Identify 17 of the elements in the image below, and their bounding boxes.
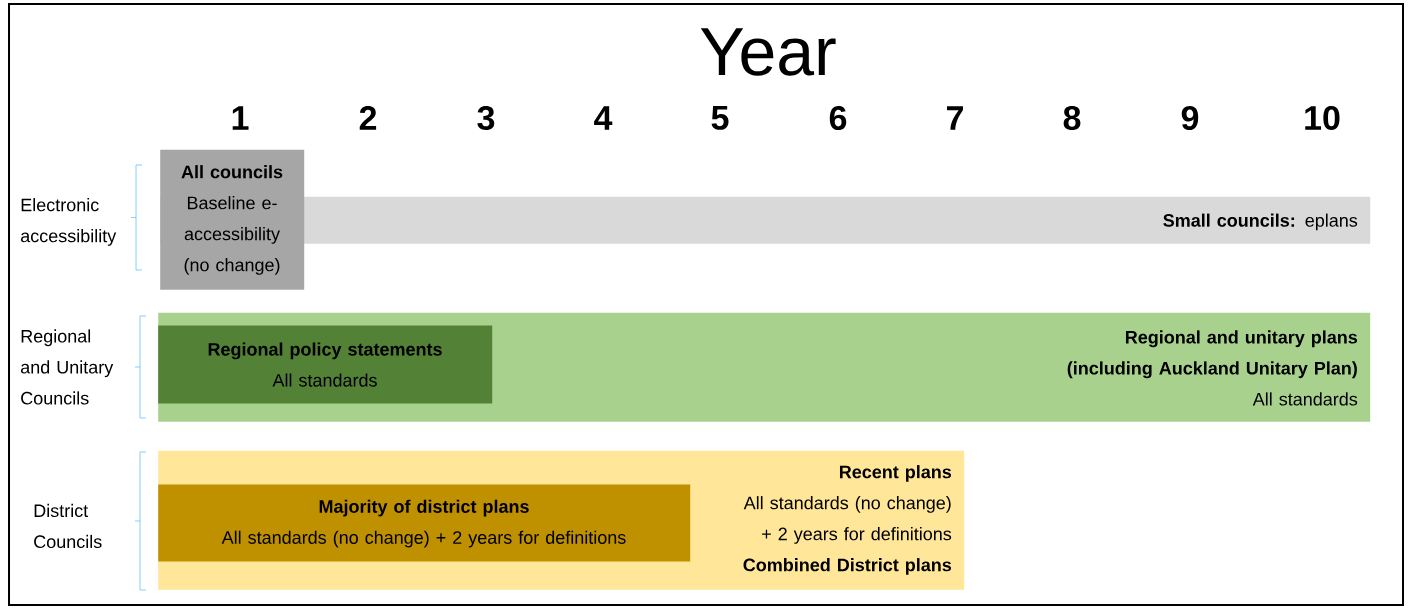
phase-box: Regional policy statements All standards	[158, 325, 493, 404]
year-number: 9	[1181, 105, 1199, 130]
phase-box: Majority of district plans All standards (no change) + 2 years for definitions	[158, 484, 691, 562]
row-label: District Councils	[34, 503, 102, 549]
year-number: 10	[1305, 105, 1340, 130]
year-number: 7	[947, 106, 963, 130]
year-number: 1	[232, 106, 249, 130]
year-number: 4	[594, 106, 613, 130]
row-label: Electronic accessibility	[21, 198, 117, 246]
title: Year	[700, 28, 836, 76]
phase-box: All councils Baseline e-accessibility (no change)	[160, 149, 305, 290]
year-number: 6	[829, 105, 847, 130]
year-number: 8	[1063, 105, 1081, 130]
year-number: 5	[711, 106, 729, 130]
year-number: 2	[359, 106, 377, 130]
year-number: 3	[477, 105, 495, 131]
row-label: Regional and Unitary Councils	[21, 329, 114, 405]
